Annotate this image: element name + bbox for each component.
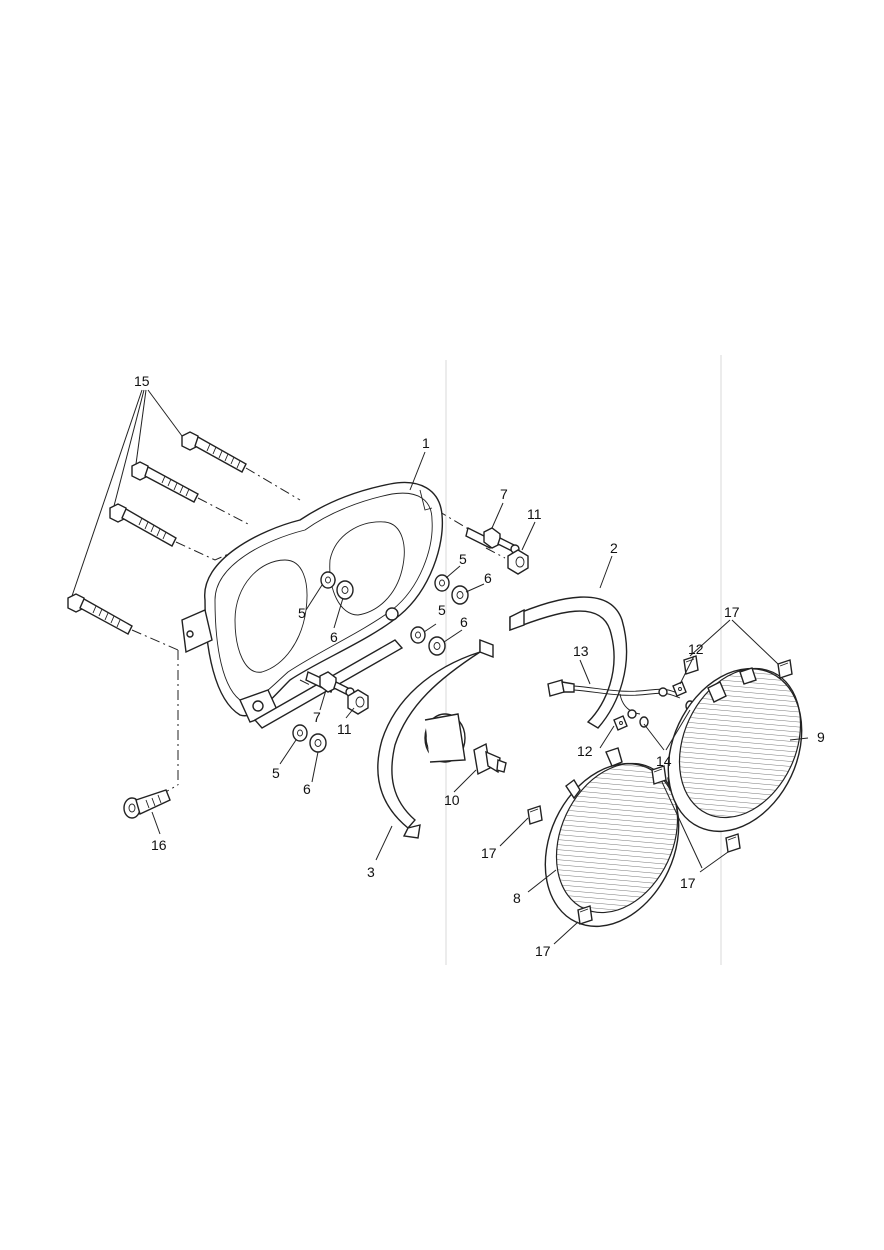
callout-6-b: 6 <box>330 629 338 645</box>
clip-17-b <box>577 905 593 925</box>
callout-3: 3 <box>367 864 375 880</box>
headlamp-8 <box>544 747 680 928</box>
seal-strip-2 <box>509 596 628 729</box>
clip-17-a <box>527 805 543 825</box>
terminal-14 <box>639 700 695 728</box>
callout-7-top: 7 <box>500 486 508 502</box>
clip-17-f <box>651 765 667 785</box>
washer-5-c <box>410 626 426 644</box>
bolt-15-top <box>181 431 247 473</box>
callout-13: 13 <box>573 643 589 659</box>
callout-8: 8 <box>513 890 521 906</box>
callout-17-bottom: 17 <box>535 943 551 959</box>
callout-5-c: 5 <box>438 602 446 618</box>
connector-12-top <box>672 681 687 697</box>
leader-lines <box>71 389 809 945</box>
washer-5-d <box>292 724 308 742</box>
callout-12-bottom: 12 <box>577 743 593 759</box>
callout-11-bottom: 11 <box>337 721 352 737</box>
alignment-line <box>131 629 179 651</box>
alignment-line <box>245 467 301 501</box>
washer-5-b <box>434 574 450 592</box>
callout-7-bottom: 7 <box>313 709 321 725</box>
washer-6-b <box>451 585 469 605</box>
washer-6-d <box>309 733 327 753</box>
callout-1: 1 <box>422 435 430 451</box>
wiring-harness-13 <box>547 679 681 719</box>
callout-2: 2 <box>610 540 618 556</box>
bolt-16 <box>123 789 171 819</box>
callout-11-top: 11 <box>527 506 542 522</box>
callout-6-a: 6 <box>484 570 492 586</box>
callout-5-a: 5 <box>459 551 467 567</box>
clip-17-d <box>777 659 793 679</box>
callout-10: 10 <box>444 792 460 808</box>
alignment-line <box>197 497 251 526</box>
washer-5-a <box>320 571 336 589</box>
washer-6-a <box>336 580 354 600</box>
clip-17-c <box>725 833 741 853</box>
adjuster-screw-7-bottom <box>305 671 355 697</box>
bolt-15-bottom <box>67 593 133 635</box>
connector-12-bottom <box>613 715 628 731</box>
callout-5-d: 5 <box>272 765 280 781</box>
callout-14: 14 <box>656 753 672 769</box>
bolt-15-second <box>131 461 199 503</box>
nut-11-top <box>507 549 529 575</box>
callout-17-right: 17 <box>680 875 696 891</box>
alignment-line <box>299 679 321 691</box>
washer-6-c <box>428 636 446 656</box>
bulb-10 <box>473 742 507 776</box>
callout-5-b: 5 <box>298 605 306 621</box>
bolt-15-third <box>109 503 177 547</box>
callout-17-top: 17 <box>724 604 740 620</box>
seal-strip-3 <box>377 638 494 839</box>
bulb-holder-10 <box>424 713 466 763</box>
headlight-bracket-1 <box>181 481 444 729</box>
adjuster-screw-7-top <box>465 526 520 554</box>
callout-15: 15 <box>134 373 150 389</box>
callout-6-d: 6 <box>303 781 311 797</box>
alignment-line <box>485 547 506 559</box>
callout-12-top: 12 <box>688 641 704 657</box>
callout-9: 9 <box>817 729 825 745</box>
callout-6-c: 6 <box>460 614 468 630</box>
nut-11-bottom <box>347 689 369 715</box>
callout-16: 16 <box>151 837 167 853</box>
callout-17-left: 17 <box>481 845 497 861</box>
headlamp-9 <box>667 667 803 833</box>
